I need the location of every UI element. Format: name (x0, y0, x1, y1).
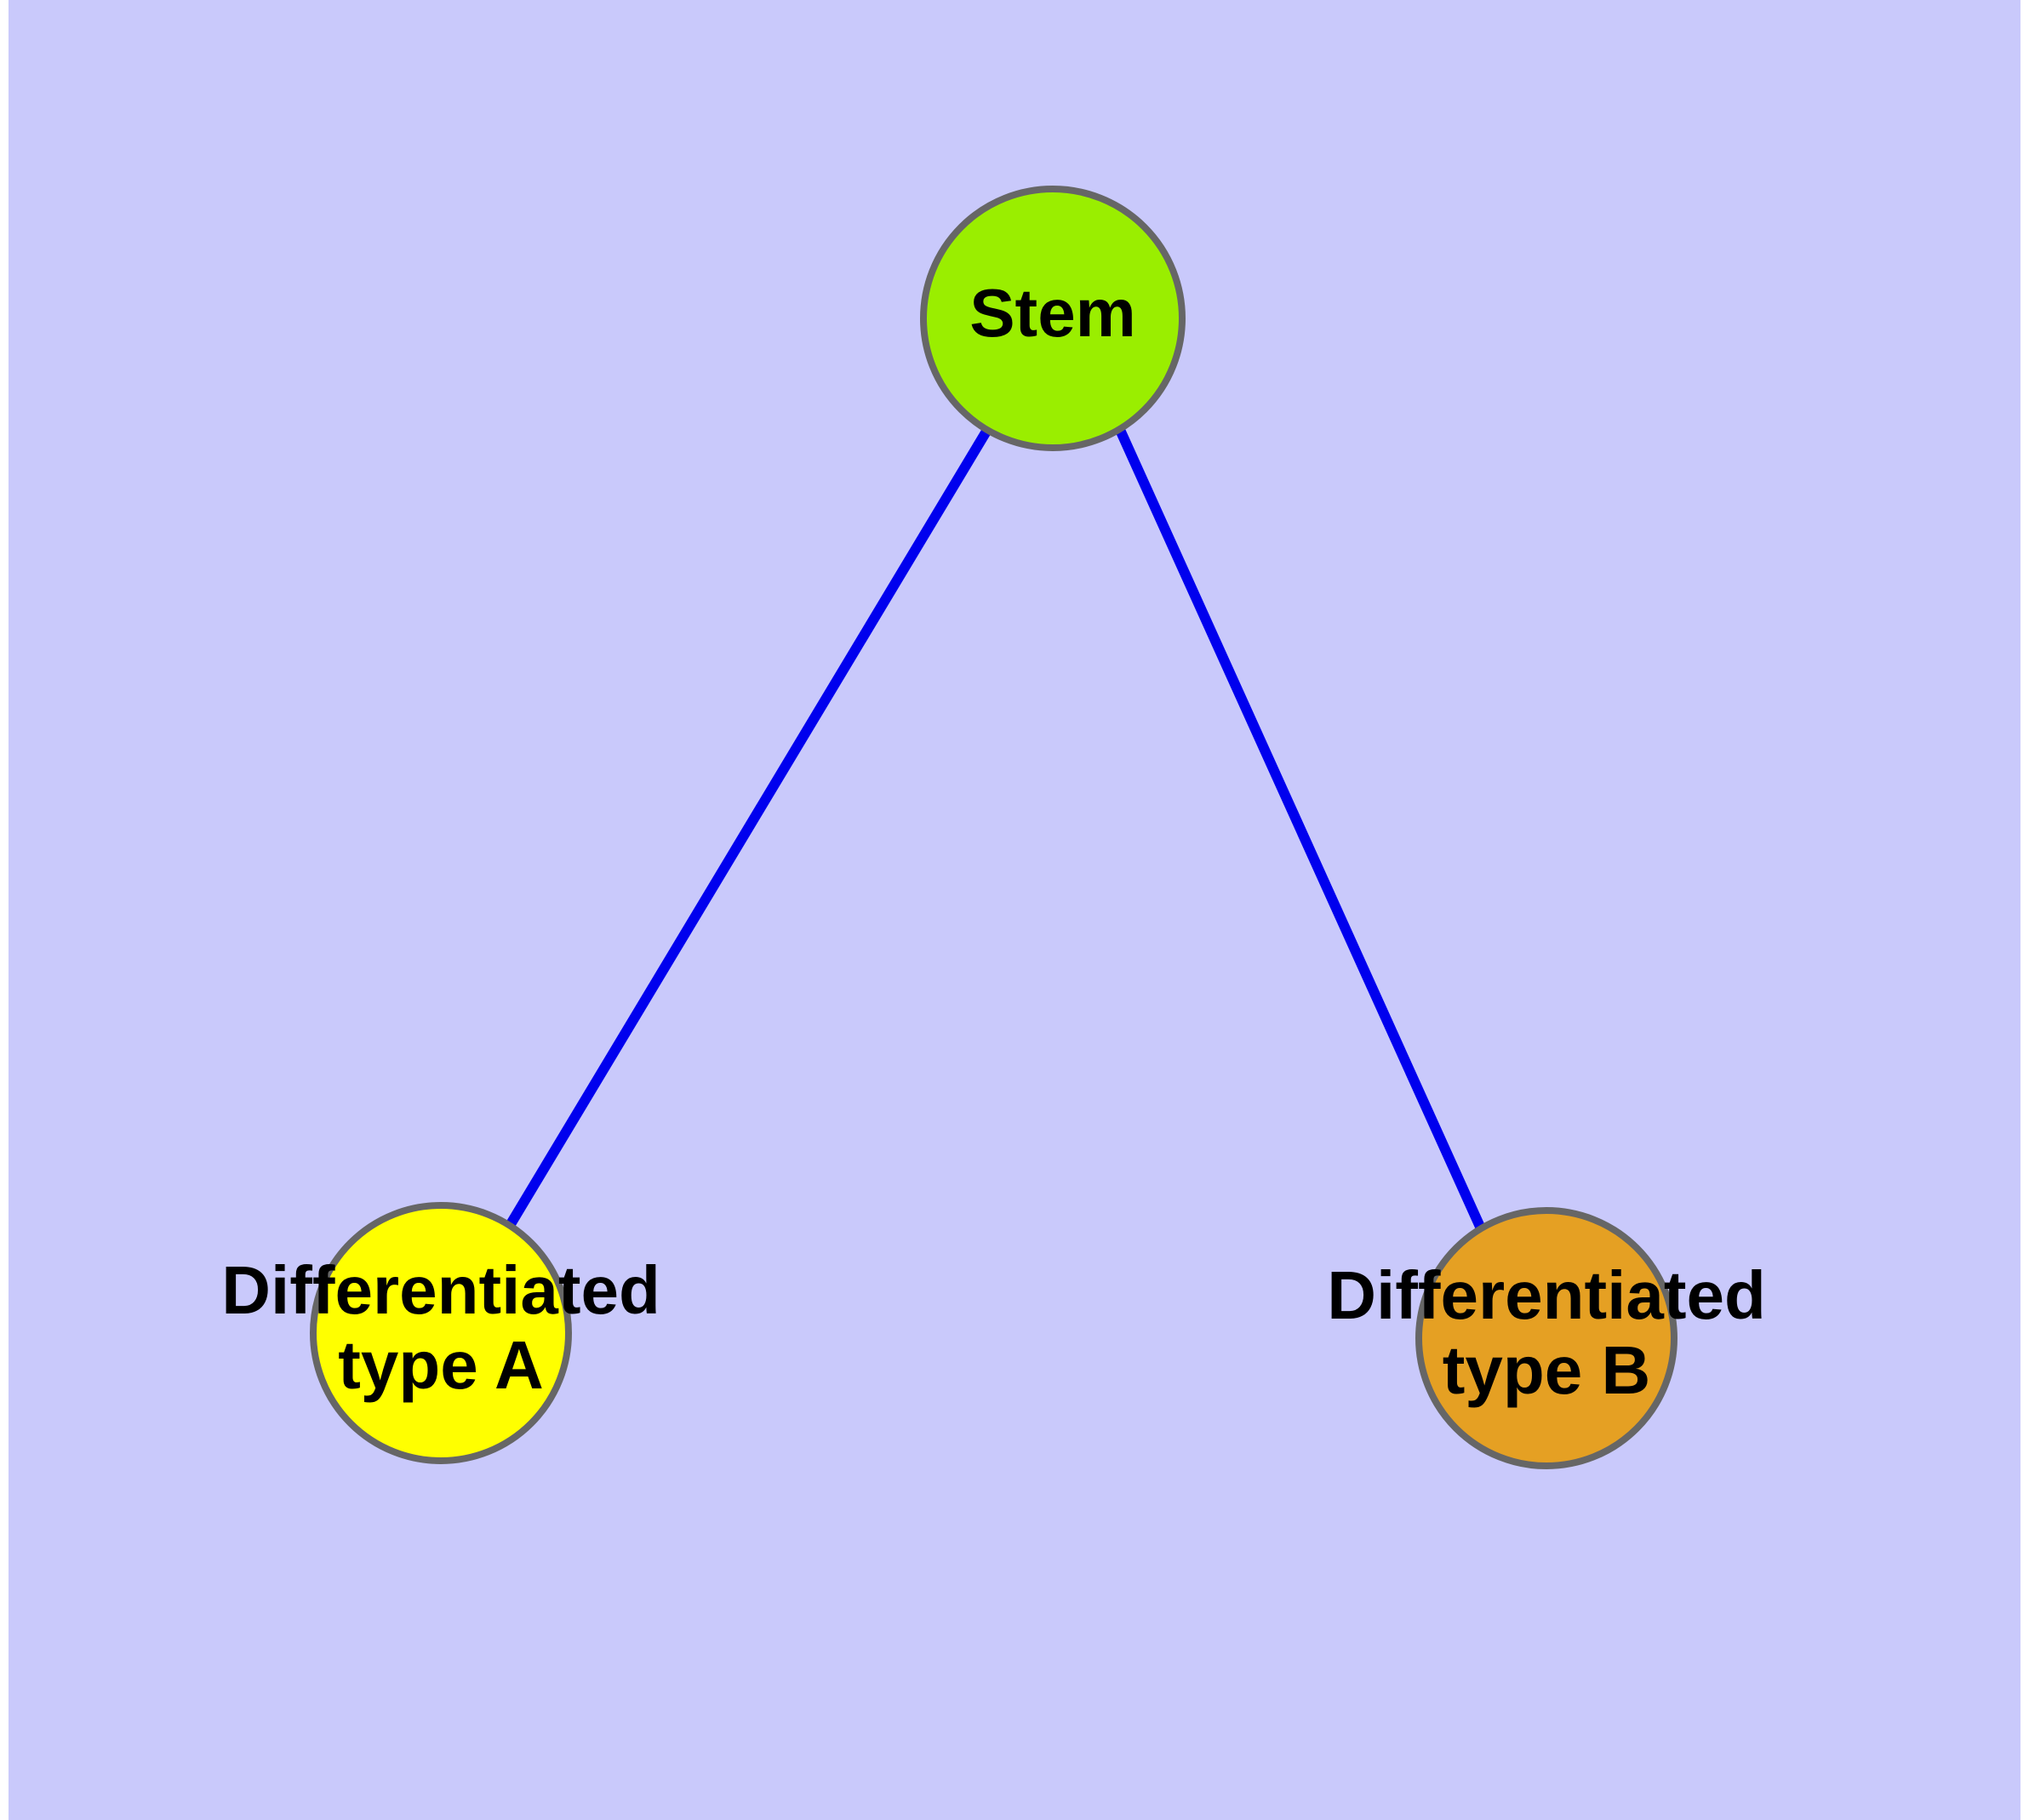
graph-node-diff_a[interactable] (310, 1202, 572, 1464)
edges-layer (506, 426, 1485, 1229)
node-label-line: Differentiated (1327, 1257, 1766, 1333)
nodes-layer (310, 186, 1677, 1469)
graph-edge-stem-to-diff-a (506, 426, 992, 1228)
node-label-line: Stem (969, 275, 1136, 351)
graph-edge-stem-to-diff-b (1115, 427, 1485, 1229)
graph-node-stem[interactable] (920, 186, 1186, 451)
node-label-line: type B (1443, 1332, 1651, 1408)
node-label-line: Differentiated (221, 1252, 660, 1328)
graph-node-diff_b[interactable] (1415, 1207, 1677, 1469)
graph-node-label-stem: Stem (969, 275, 1136, 351)
node-label-line: type A (338, 1327, 544, 1403)
